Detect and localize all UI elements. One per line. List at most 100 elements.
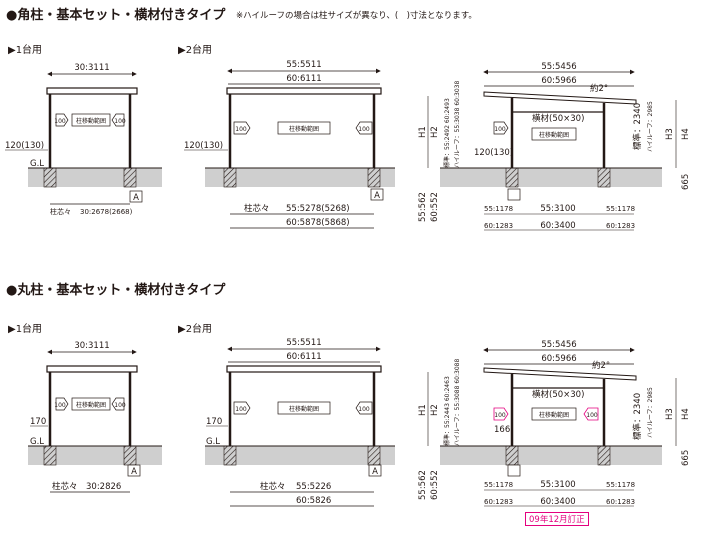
h1-label: H1 xyxy=(418,126,428,138)
pitch-label: 柱芯々 xyxy=(50,207,71,216)
badge-text: 100 xyxy=(358,126,370,133)
left-footing xyxy=(43,167,57,188)
gl-label: G.L xyxy=(30,159,44,169)
a-mark-text: A xyxy=(374,191,380,201)
width-label: 30:3111 xyxy=(74,341,109,351)
h3-highroof: ハイルーフ：2985 xyxy=(647,387,654,438)
section-title-square-post: ●角柱・基本セット・横材付きタイプ xyxy=(6,8,226,23)
a-mark-text: A xyxy=(372,467,378,477)
h4-label: H4 xyxy=(681,128,691,140)
range-box xyxy=(71,397,111,411)
width-label-60: 60:5966 xyxy=(541,76,576,86)
offset-55: 55:1178 xyxy=(484,205,513,213)
range-box xyxy=(531,127,577,141)
post-embed-label: 170 xyxy=(206,417,222,427)
offset-60: 60:1283 xyxy=(484,222,513,230)
round-single-drawing: 30:3111 100 柱移動範囲 100 170 G.L A 柱芯々 30:2… xyxy=(28,341,162,493)
badge-text: 100 xyxy=(114,402,126,409)
arrow-badge-left xyxy=(55,113,69,127)
ground-band xyxy=(205,446,395,465)
offset-60: 60:1283 xyxy=(484,498,513,506)
a-mark-text: A xyxy=(133,193,139,203)
square-side-drawing: 55:5456 60:5966 約2° 横材(50×30) 100 柱移動範囲 … xyxy=(418,62,691,231)
width-label-60: 60:6111 xyxy=(286,352,321,362)
right-footing xyxy=(123,167,137,188)
center-60: 60:3400 xyxy=(540,497,575,507)
ground-band xyxy=(205,168,395,187)
h2-highroof: ハイルーフ：55:3088 60:3088 xyxy=(454,359,461,446)
h3-standard: 標準：2340 xyxy=(632,103,643,150)
pitch-label: 柱芯々 xyxy=(260,481,286,492)
left-footing xyxy=(223,445,237,466)
right-footing xyxy=(123,445,137,466)
h3-highroof: ハイルーフ：2985 xyxy=(647,101,654,152)
h4-label: H4 xyxy=(681,408,691,420)
center-60: 60:3400 xyxy=(540,221,575,231)
left-footing xyxy=(223,167,237,188)
base-height: 665 xyxy=(681,174,691,190)
roof-beam xyxy=(226,365,382,373)
arrow-badge-right xyxy=(355,121,373,135)
single-car-label: ▶1台用 xyxy=(8,324,43,335)
double-car-label: ▶2台用 xyxy=(178,324,213,335)
correction-stamp: 09年12月訂正 xyxy=(525,512,589,526)
range-box xyxy=(277,401,331,415)
arrow-badge-right xyxy=(355,401,373,415)
rear-footing xyxy=(597,167,611,188)
h1-label: H1 xyxy=(418,404,428,416)
crossbar-label: 横材(50×30) xyxy=(532,389,584,400)
right-60: 60:1283 xyxy=(606,498,635,506)
pitch-value-55: 55:5226 xyxy=(296,482,331,492)
a-mark-text: A xyxy=(131,467,137,477)
right-footing xyxy=(367,445,381,466)
post-embed-label: 170 xyxy=(30,417,46,427)
gl-label: G.L xyxy=(206,437,220,447)
h2-label: H2 xyxy=(430,126,440,138)
slope-label: 約2° xyxy=(590,83,608,94)
crossbar-label: 横材(50×30) xyxy=(532,113,584,124)
post-embed-label: 120(130) xyxy=(474,148,513,158)
right-55: 55:1178 xyxy=(606,481,635,489)
right-60: 60:1283 xyxy=(606,222,635,230)
roof-beam xyxy=(46,365,138,373)
a-section-mark xyxy=(129,190,143,203)
round-side-drawing: 55:5456 60:5966 約2° 横材(50×30) 100 柱移動範囲 … xyxy=(418,340,691,507)
range-box xyxy=(531,407,577,421)
range-text: 柱移動範囲 xyxy=(76,117,106,125)
h2-standard: 標準：55:2492 60:2493 xyxy=(443,98,451,168)
rear-footing xyxy=(597,445,611,466)
center-55: 55:3100 xyxy=(540,204,575,214)
section-title-round-post: ●丸柱・基本セット・横材付きタイプ xyxy=(6,283,226,298)
range-text: 柱移動範囲 xyxy=(289,405,319,413)
badge-text: 100 xyxy=(358,406,370,413)
badge-text: 100 xyxy=(235,406,247,413)
width-label-60: 60:6111 xyxy=(286,74,321,84)
depth-label-55: 55:562 xyxy=(418,470,428,500)
depth-label-60: 60:552 xyxy=(430,470,440,500)
high-roof-note: ※ハイルーフの場合は柱サイズが異なり、( )寸法となります。 xyxy=(236,11,477,21)
h3-label: H3 xyxy=(665,408,675,420)
a-section-mark xyxy=(370,188,384,201)
a-section-mark xyxy=(507,188,521,201)
arrow-badge-left xyxy=(55,397,69,411)
front-footing xyxy=(505,167,519,188)
range-text: 柱移動範囲 xyxy=(289,125,319,133)
depth-label-55: 55:562 xyxy=(418,192,428,222)
roof-slope xyxy=(483,367,637,381)
pitch-value-55: 55:5278(5268) xyxy=(286,204,350,214)
a-section-mark xyxy=(507,464,521,477)
arrow-badge-left xyxy=(233,401,251,415)
badge-text: 100 xyxy=(114,118,126,125)
range-box xyxy=(71,113,111,127)
a-section-mark xyxy=(368,464,382,477)
post-embed-label: 120(130) xyxy=(184,141,223,151)
badge-text: 100 xyxy=(235,126,247,133)
pitch-value-60: 60:5878(5868) xyxy=(286,218,350,228)
roof-slope xyxy=(483,91,637,105)
badge-text: 100 xyxy=(586,412,598,419)
width-label: 30:3111 xyxy=(74,63,109,73)
post-embed-label: 120(130) xyxy=(5,141,44,151)
roof-beam xyxy=(226,87,382,95)
